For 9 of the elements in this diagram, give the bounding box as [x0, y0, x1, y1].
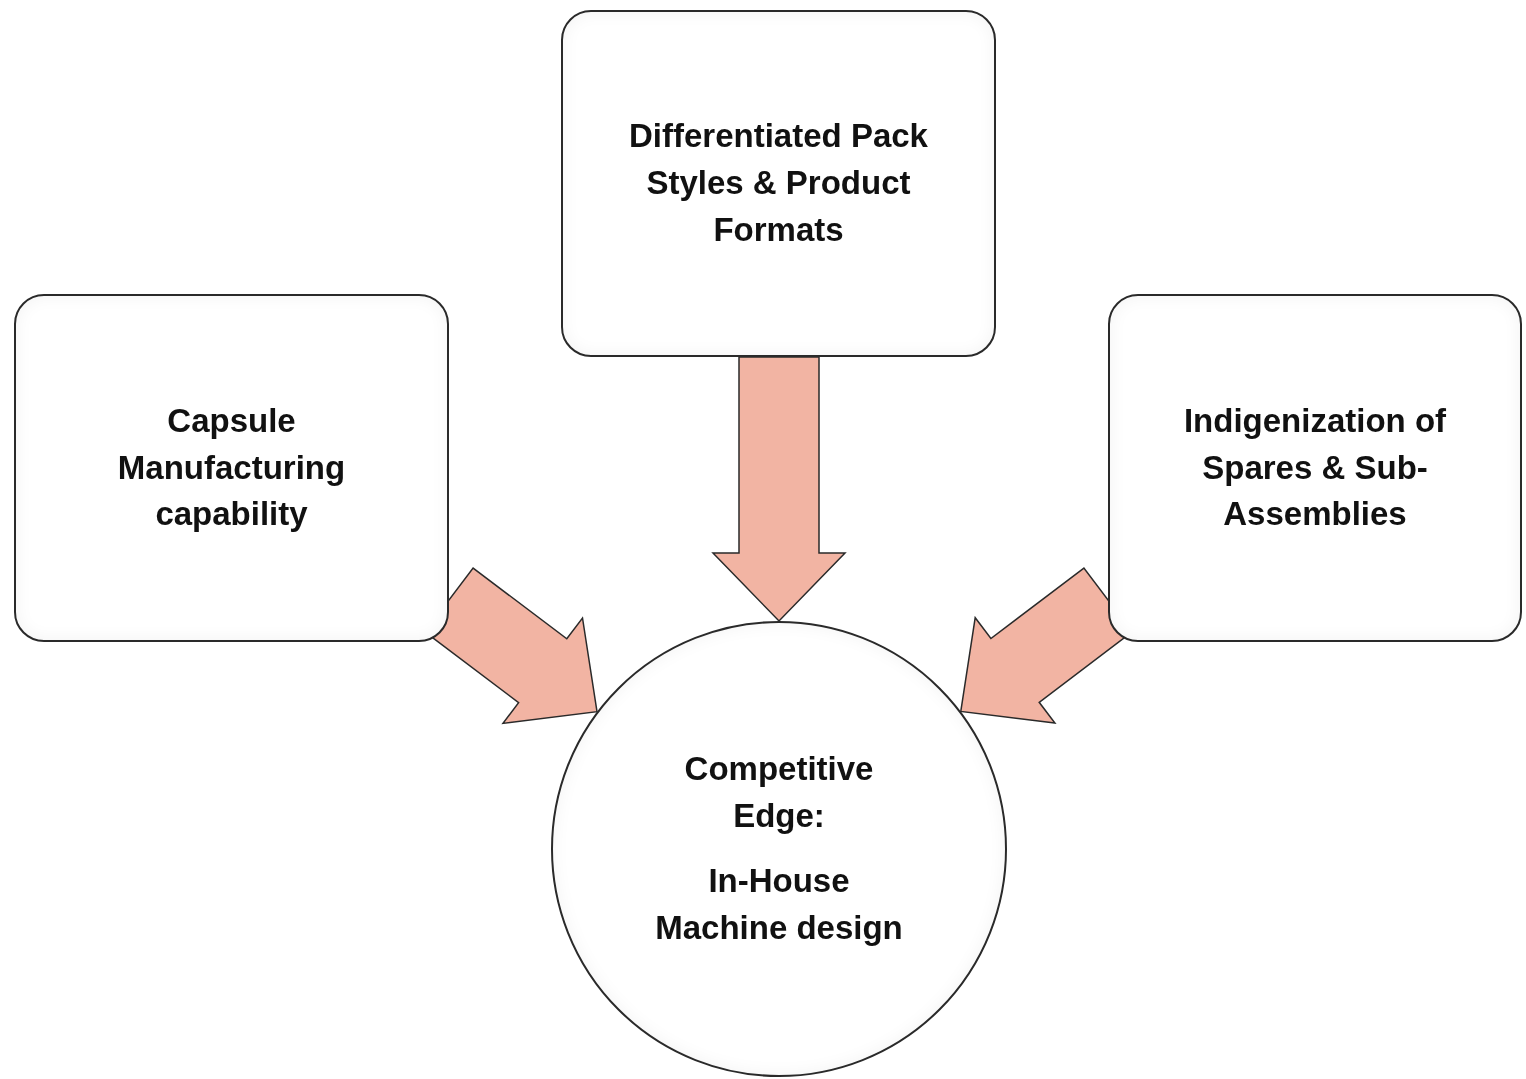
rounded-box — [14, 294, 449, 642]
node-text: Capsule Manufacturing capability — [116, 400, 347, 535]
block-arrow — [711, 356, 847, 623]
rounded-box — [1108, 294, 1522, 642]
node-text: In-House Machine design — [654, 861, 904, 948]
rounded-box — [561, 10, 996, 357]
node-text: Differentiated Pack Styles & Product Formats — [628, 116, 929, 250]
node-text: Indigenization of Spares & Sub-Assemblies — [1182, 400, 1448, 535]
node-text: Competitive Edge: — [683, 749, 875, 837]
